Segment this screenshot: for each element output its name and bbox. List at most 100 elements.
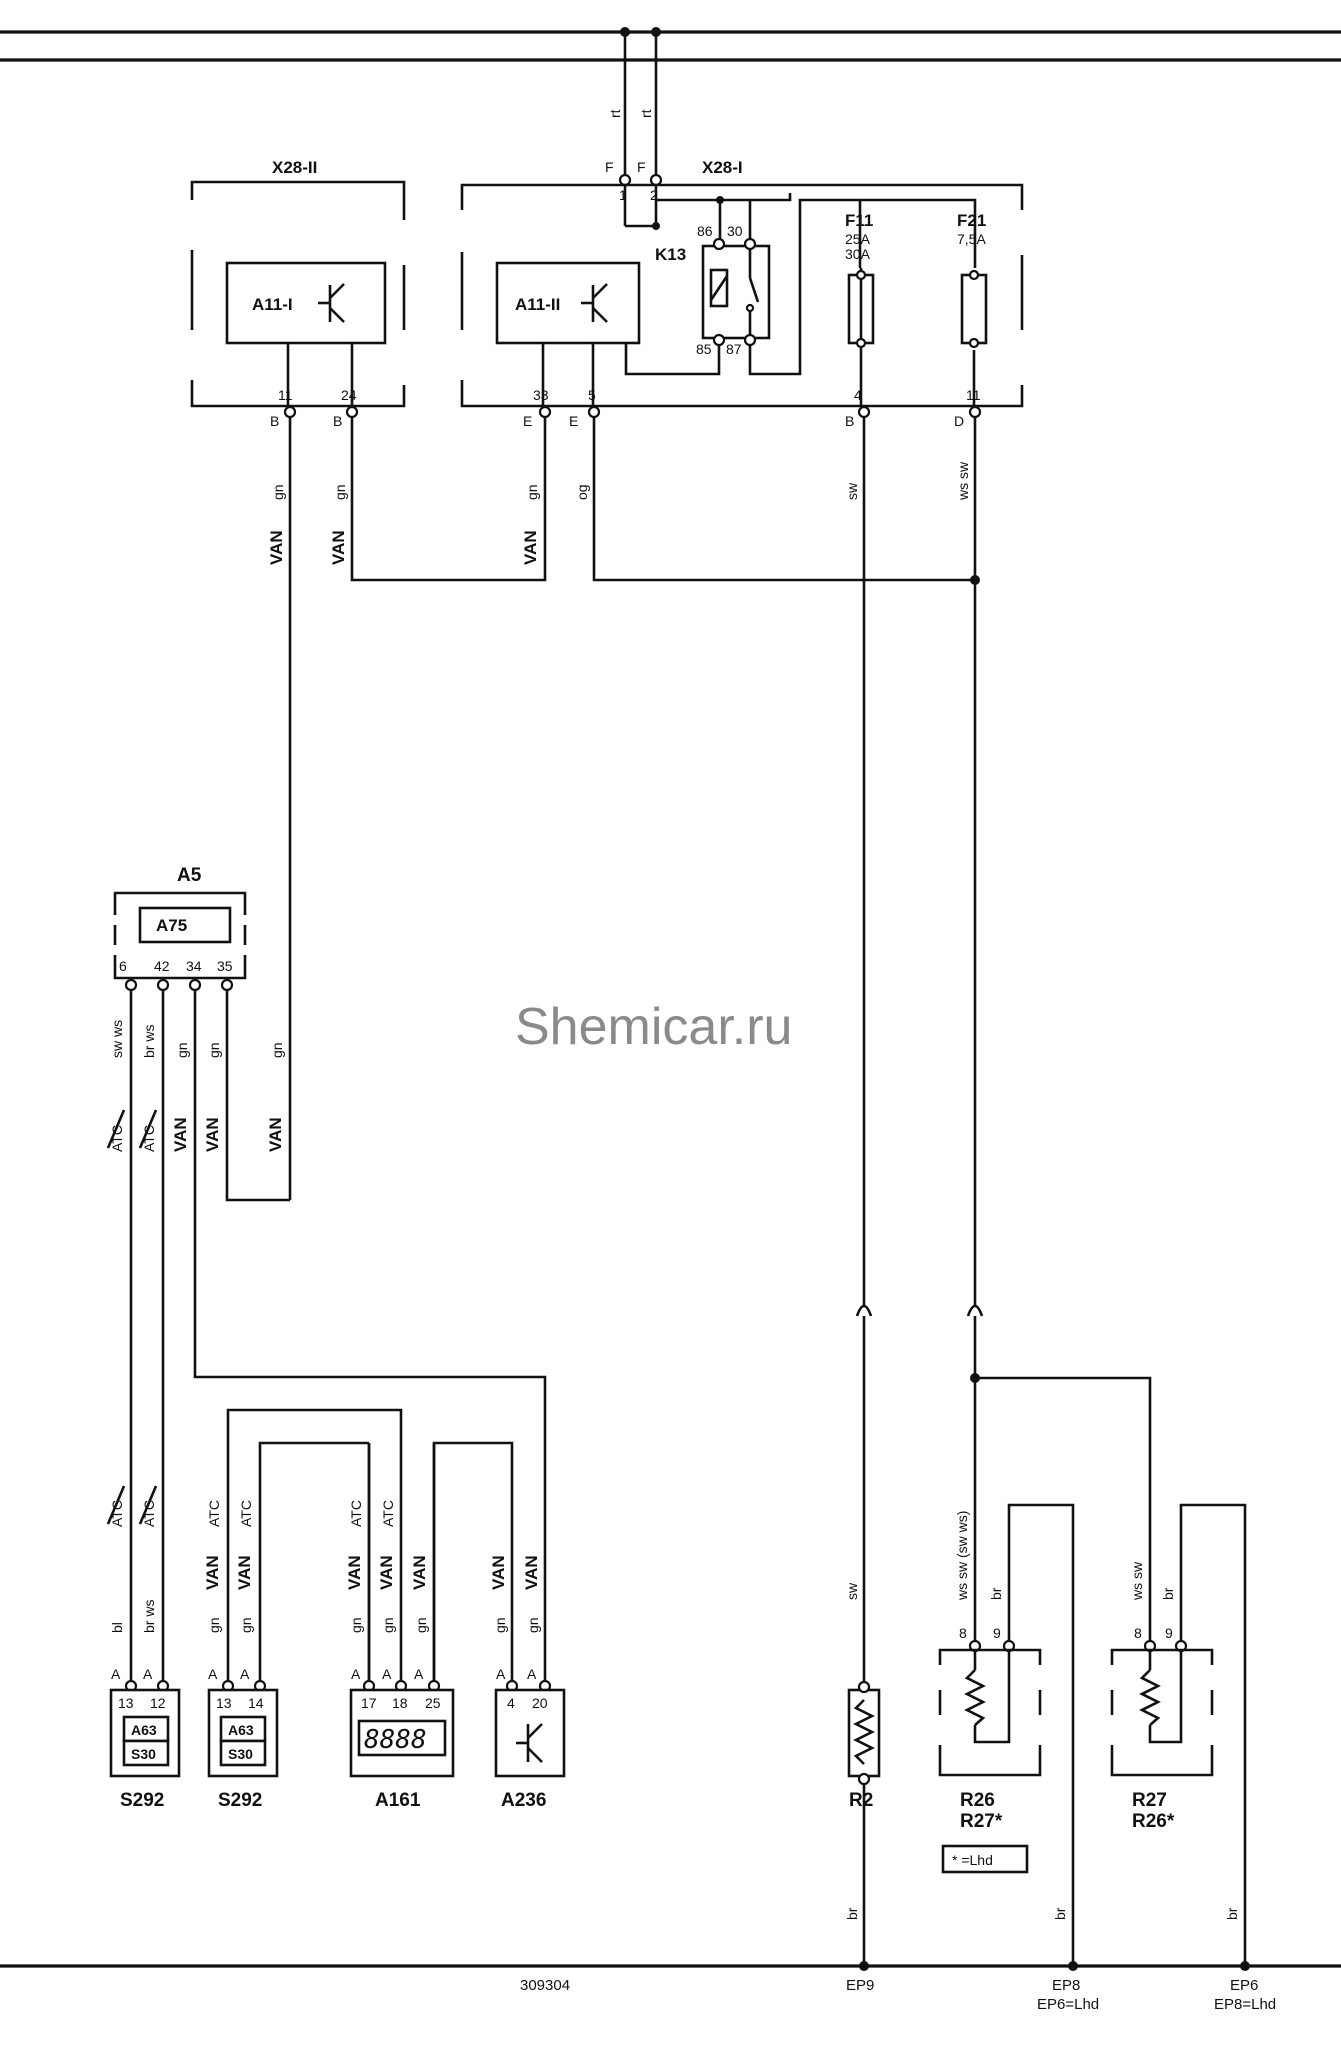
module-a5-label: A5: [177, 865, 202, 886]
display-digits-icon: 8888: [364, 1725, 427, 1755]
a5-pin-6: 6: [119, 958, 127, 974]
pin-11-x28-1: 11: [966, 387, 981, 403]
r27-pin-8: 8: [1134, 1625, 1142, 1641]
wire-color-br-r26-bottom: br: [1052, 1907, 1068, 1920]
resistor-r26-alt-label: R27*: [960, 1811, 1003, 1832]
wire-color-gn-a161b: gn: [380, 1617, 396, 1633]
module-a11-2-label: A11-II: [515, 295, 560, 314]
ground-point-ep6-alt: EP8=Lhd: [1214, 1996, 1276, 2013]
wire-net-van-s2b: VAN: [235, 1555, 254, 1590]
pin-letter-a: A: [527, 1666, 537, 1682]
wire-net-atc-s1b: ATC: [141, 1500, 157, 1527]
resistor-r2-label: R2: [849, 1790, 873, 1811]
transistor-icon: [516, 1723, 543, 1763]
watermark: Shemicar.ru: [515, 998, 792, 1056]
resistor-r26-label: R26: [960, 1790, 995, 1811]
wire-color-rt-1: rt: [607, 109, 623, 118]
inner-label-a63: A63: [228, 1722, 254, 1738]
wire-color-gn-a161a: gn: [348, 1617, 364, 1633]
pin-letter-a: A: [240, 1666, 250, 1682]
module-a75-label: A75: [156, 916, 187, 935]
pin-33-x28-1: 33: [533, 387, 549, 403]
wire-net-van-a236b: VAN: [522, 1555, 541, 1590]
pin-letter-a: A: [414, 1666, 424, 1682]
relay-pin-30: 30: [727, 223, 743, 239]
r27-pin-9: 9: [1165, 1625, 1173, 1641]
wire-color-gn-a5-34: gn: [174, 1042, 190, 1058]
resistor-r27-alt-label: R26*: [1132, 1811, 1175, 1832]
pin-24-x28-2: 24: [341, 387, 357, 403]
wire-color-gn-1: gn: [270, 484, 286, 500]
pin-20-a236: 20: [532, 1695, 548, 1711]
relay-k13-label: K13: [655, 245, 686, 264]
pin-letter-a: A: [143, 1666, 153, 1682]
wire-net-van-s2a: VAN: [203, 1555, 222, 1590]
pin-18-a161: 18: [392, 1695, 408, 1711]
transistor-icon: [318, 283, 345, 323]
relay-pin-86: 86: [697, 223, 713, 239]
module-a11-1: [225, 261, 387, 345]
connector-x28-2-label: X28-II: [272, 158, 317, 177]
module-a11-2: [495, 261, 641, 345]
fuse-f11-rating-2: 30A: [845, 246, 871, 262]
component-s292-1-label: S292: [120, 1790, 164, 1811]
pin-letter-f2: F: [637, 159, 646, 175]
wire-net-van-a161b: VAN: [377, 1555, 396, 1590]
wire-color-br-r2: br: [844, 1907, 860, 1920]
wire-color-gn-a161c: gn: [413, 1617, 429, 1633]
wire-color-og: og: [574, 484, 590, 500]
wire-color-sw-ws: sw ws: [109, 1020, 125, 1058]
lhd-note: * =Lhd: [952, 1852, 993, 1868]
wire-color-bl: bl: [109, 1622, 125, 1633]
r26-pin-9: 9: [993, 1625, 1001, 1641]
pin-1-x28-1: 1: [619, 187, 627, 203]
wire-color-ws-sw-r27: ws sw: [1129, 1561, 1145, 1601]
pin-13-s292-2: 13: [216, 1695, 232, 1711]
relay-k13: [701, 244, 771, 340]
pin-letter-b-24: B: [333, 413, 342, 429]
wire-color-gn-3: gn: [524, 484, 540, 500]
pin-letter-f1: F: [605, 159, 614, 175]
wire-color-sw: sw: [844, 482, 860, 500]
wire-net-van-a5-35: VAN: [203, 1117, 222, 1152]
wire-net-atc-a161a: ATC: [348, 1500, 364, 1527]
wire-color-gn-a5-r: gn: [269, 1042, 285, 1058]
fuse-f21-label: F21: [957, 211, 986, 230]
wire-color-br-r27: br: [1160, 1587, 1176, 1600]
pin-5-x28-1: 5: [588, 387, 596, 403]
pin-14-s292-2: 14: [248, 1695, 264, 1711]
resistor-coil-icon: [964, 1669, 986, 1726]
wire-color-gn-a236a: gn: [492, 1617, 508, 1633]
pin-11-x28-2: 11: [278, 387, 293, 403]
ground-point-ep9: EP9: [846, 1977, 874, 1994]
component-a236: [494, 1688, 566, 1778]
ground-point-ep8: EP8: [1052, 1977, 1080, 1994]
wire-net-atc-a161b: ATC: [380, 1500, 396, 1527]
pin-letter-b-11: B: [270, 413, 279, 429]
fuse-f21: [960, 273, 988, 345]
wire-color-gn-2: gn: [332, 484, 348, 500]
wire-net-van-a161a: VAN: [345, 1555, 364, 1590]
connector-x28-1-label: X28-I: [702, 158, 743, 177]
pin-17-a161: 17: [361, 1695, 377, 1711]
wire-net-atc-6: ATC: [109, 1125, 125, 1152]
pin-letter-a: A: [208, 1666, 218, 1682]
pin-13-s292-1: 13: [118, 1695, 134, 1711]
wire-net-atc-s2b: ATC: [238, 1500, 254, 1527]
wire-color-gn-s2a: gn: [206, 1617, 222, 1633]
wire-net-van-a5-r: VAN: [266, 1117, 285, 1152]
pin-4-x28-1: 4: [854, 387, 862, 403]
fuse-f11-rating-1: 25A: [845, 231, 871, 247]
ground-point-ep6: EP6: [1230, 1977, 1258, 1994]
component-a161-label: A161: [375, 1790, 421, 1811]
pin-letter-a: A: [111, 1666, 121, 1682]
wire-color-sw-r2: sw: [844, 1582, 860, 1600]
wire-color-br-r26: br: [988, 1587, 1004, 1600]
a5-pin-34: 34: [186, 958, 202, 974]
document-number: 309304: [520, 1977, 570, 1994]
a5-pin-42: 42: [154, 958, 170, 974]
pin-letter-e-5: E: [569, 413, 578, 429]
wire-net-atc-s1a: ATC: [109, 1500, 125, 1527]
wire-color-br-r27-bottom: br: [1224, 1907, 1240, 1920]
